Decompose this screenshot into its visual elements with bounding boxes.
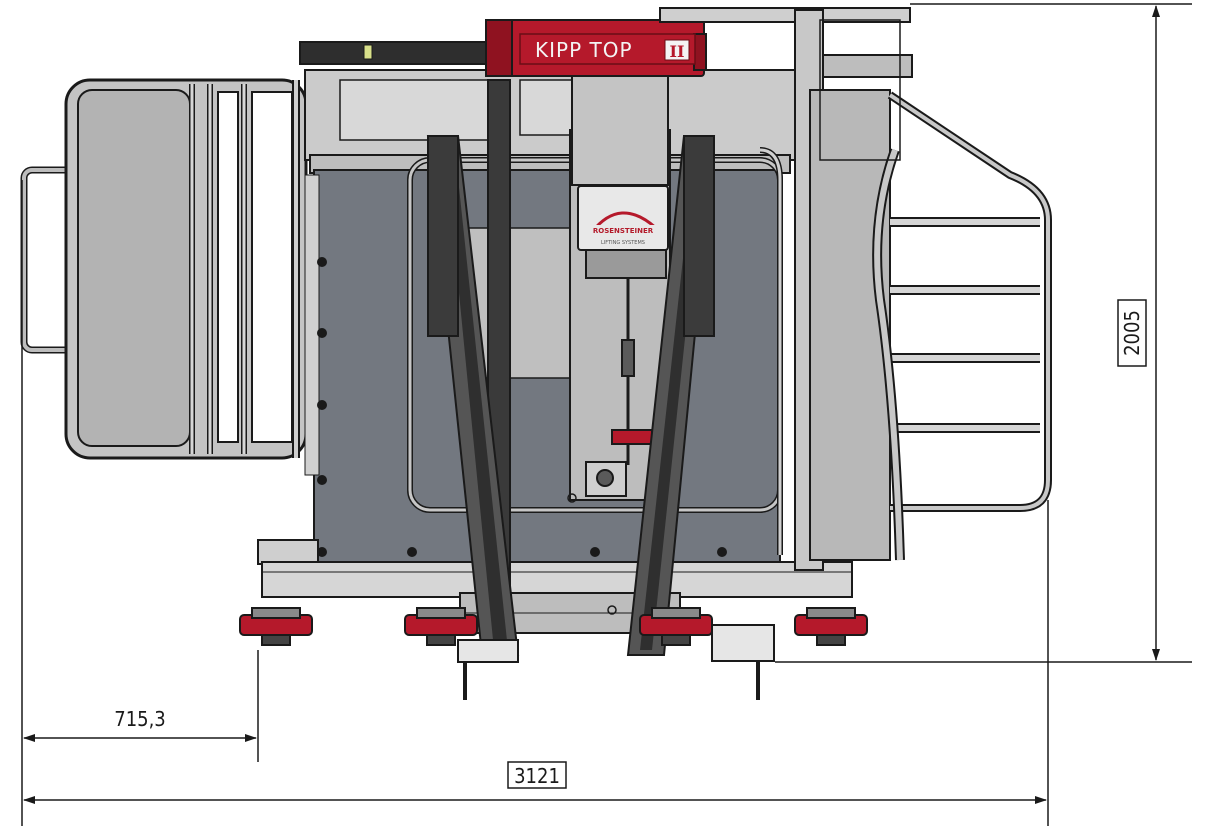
belly-belts [426,79,716,656]
total-width-dimension-value: 3121 [514,764,560,788]
model-name-label: KIPP TOP [535,38,633,62]
dimension-labels: 2005 715,3 3121 [114,299,1147,789]
height-dimension-value: 2005 [1120,310,1144,356]
brand-label: ROSENSTEINER [593,227,654,235]
rear-gate [659,7,1052,571]
bolts [317,257,727,615]
brand-sub-label: LIFTING SYSTEMS [601,240,645,246]
gate-rungs [890,217,1040,433]
dimension-lines [21,3,1192,826]
model-badge-label: II [670,42,685,61]
main-body [257,69,853,634]
brand-plate: ROSENSTEINER LIFTING SYSTEMS [577,185,669,497]
left-head-frame [20,78,308,460]
offset-dimension-value: 715,3 [114,707,166,731]
height-dimension-box [1117,299,1147,367]
total-width-dimension-box [507,761,567,789]
lift-unit: KIPP TOP II [299,19,707,77]
leveling-feet [239,607,868,700]
